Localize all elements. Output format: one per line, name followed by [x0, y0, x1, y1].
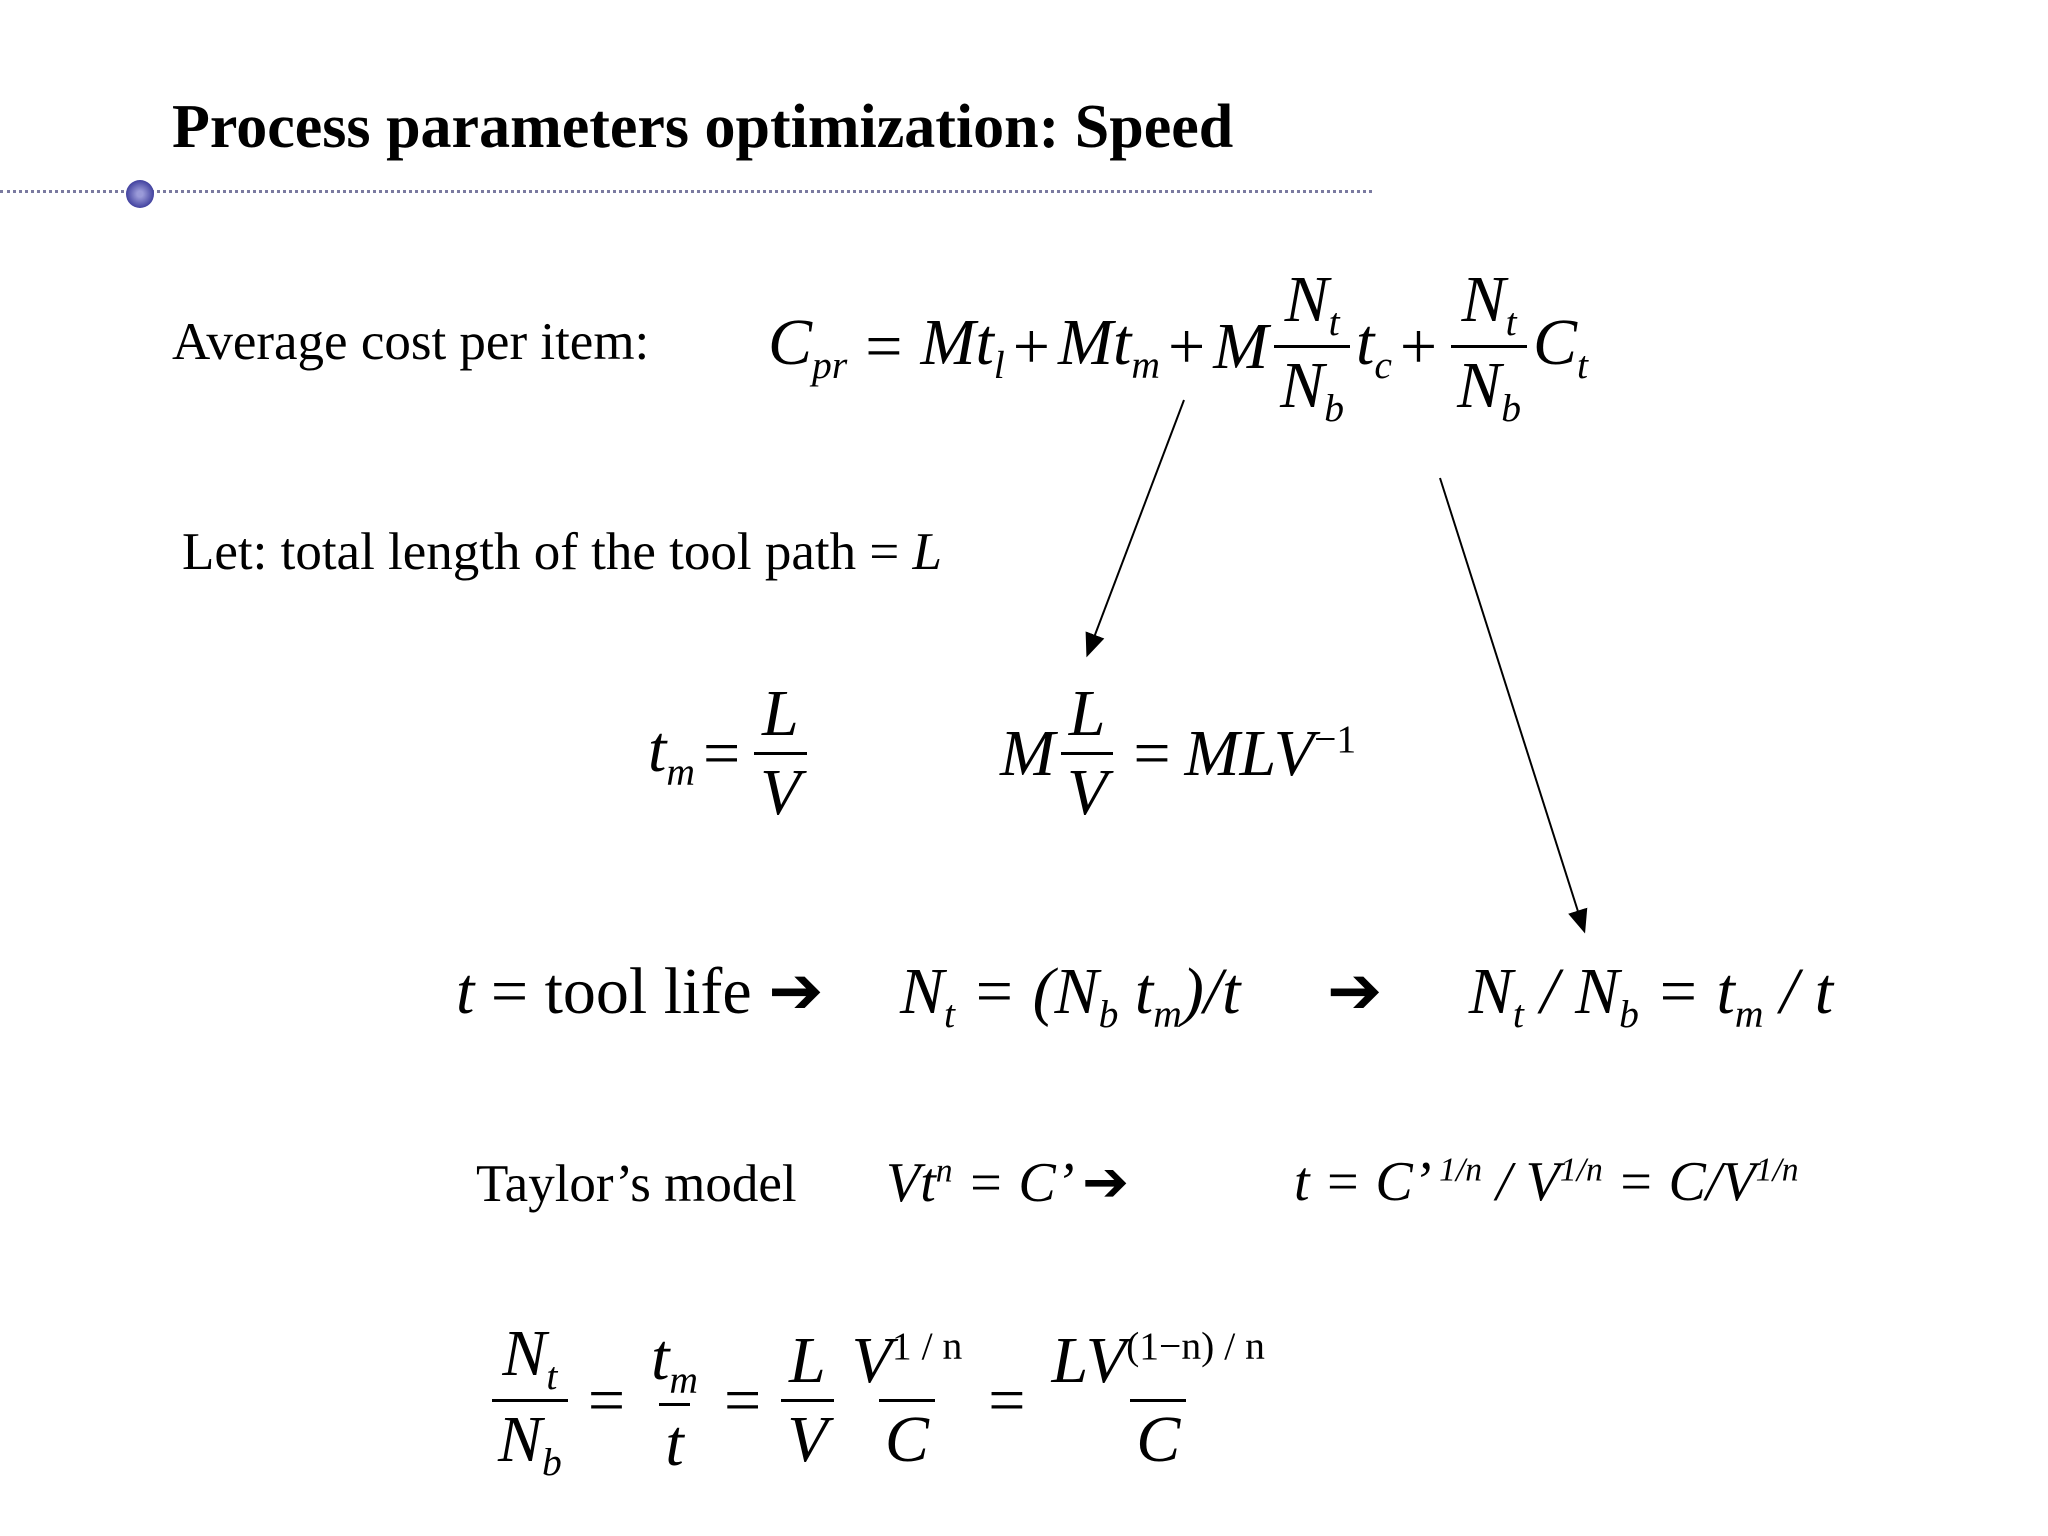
- arrow-to-tool-ratio: [1439, 477, 1588, 934]
- tool-ratio-derivation: Nt Nb = tm t = L V V1 / n C = LV(1−n) / …: [486, 1316, 1277, 1485]
- tool-life-taylor-equation: t = C’ 1/n / V1/n = C/V1/n: [1294, 1151, 1799, 1213]
- slide-title: Process parameters optimization: Speed: [172, 93, 1234, 161]
- fraction-l-v: L V: [754, 676, 807, 831]
- right-arrow-icon: ➔: [1082, 1150, 1130, 1215]
- average-cost-label: Average cost per item:: [172, 313, 650, 371]
- cost-lhs: Cpr: [768, 306, 848, 388]
- right-arrow-icon: ➔: [1326, 952, 1383, 1029]
- title-divider: [0, 190, 1372, 193]
- fraction-v-c: V1 / n C: [851, 1324, 963, 1477]
- fraction-l-v-2: L V: [1060, 676, 1114, 831]
- machining-time-equation: tm = L V: [648, 676, 813, 831]
- fraction-l-v-3: L V: [781, 1323, 834, 1478]
- term-mtl: Mtl: [920, 306, 1005, 388]
- tool-life-equation: t = tool life ➔ Nt = (Nb tm)/t ➔ Nt / Nb…: [456, 952, 1834, 1037]
- machining-cost-equation: M L V = MLV−1: [1000, 676, 1357, 831]
- equals-sign: =: [865, 309, 903, 383]
- term-ct: Ct: [1532, 306, 1589, 388]
- average-cost-equation: Cpr = Mtl + Mtm + M Nt Nb tc + Nt Nb Ct: [768, 262, 1588, 431]
- term-tc: tc: [1356, 306, 1392, 388]
- plus-sign: +: [1012, 309, 1051, 383]
- term-mtm: Mtm: [1058, 306, 1160, 388]
- arrow-to-machining-time: [1085, 399, 1185, 658]
- fraction-nt-nb-3: Nt Nb: [492, 1316, 568, 1485]
- taylor-model-equation: Vtn = C’ ➔: [886, 1150, 1130, 1215]
- right-arrow-icon: ➔: [768, 952, 824, 1029]
- fraction-lv-c: LV(1−n) / n C: [1051, 1324, 1265, 1477]
- term-m: M: [1213, 309, 1269, 383]
- plus-sign: +: [1399, 309, 1438, 383]
- fraction-nt-nb: Nt Nb: [1274, 262, 1350, 431]
- plus-sign: +: [1167, 309, 1206, 383]
- tool-path-definition: Let: total length of the tool path = L: [182, 523, 942, 581]
- taylor-model-label: Taylor’s model: [476, 1155, 797, 1213]
- fraction-tm-t: tm t: [651, 1320, 698, 1480]
- bullet-dot-icon: [126, 180, 154, 208]
- fraction-nt-nb-2: Nt Nb: [1451, 262, 1527, 431]
